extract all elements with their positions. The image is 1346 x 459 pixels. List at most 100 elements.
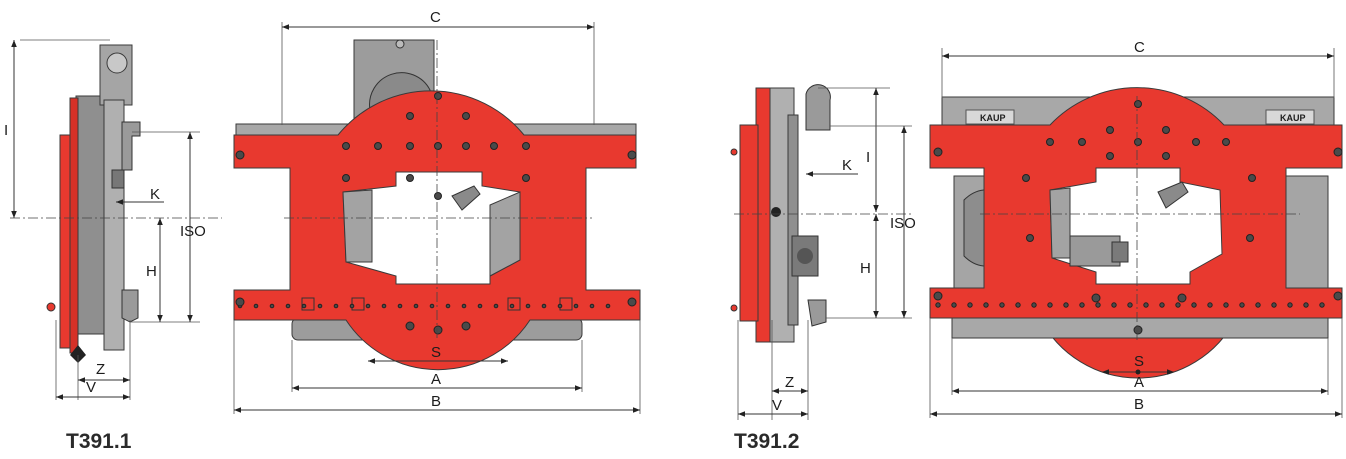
bolt-hole-small	[1271, 302, 1277, 308]
bolt-hole	[933, 291, 943, 301]
bolt-hole	[1133, 325, 1143, 335]
bolt-hole-small	[333, 303, 339, 309]
bolt-hole	[434, 142, 442, 150]
bolt-hole-small	[1063, 302, 1069, 308]
bolt-hole-small	[285, 303, 291, 309]
bolt-hole-small	[1191, 302, 1197, 308]
bolt-hole	[462, 142, 470, 150]
bolt-hole-small	[381, 303, 387, 309]
bolt-hole-small	[445, 303, 451, 309]
bolt-hole	[342, 142, 350, 150]
fig1-label-C: C	[430, 9, 441, 26]
fig1-label-ISO: ISO	[180, 223, 206, 240]
bolt-hole-small	[397, 303, 403, 309]
bolt-hole-small	[935, 302, 941, 308]
bolt-hole	[1046, 138, 1054, 146]
bolt-hole	[627, 150, 637, 160]
bolt-hole-small	[269, 303, 275, 309]
fig1-front-dimensions	[233, 22, 641, 414]
fig2-label-B: B	[1134, 396, 1144, 413]
bolt-hole-small	[1287, 302, 1293, 308]
bolt-hole	[1222, 138, 1230, 146]
bolt-hole-small	[253, 303, 259, 309]
bolt-hole	[1134, 100, 1142, 108]
bolt-hole	[1162, 126, 1170, 134]
fig1-label-B: B	[431, 393, 441, 410]
bolt-hole	[462, 112, 470, 120]
bolt-hole	[1177, 293, 1187, 303]
bolt-hole-small	[951, 302, 957, 308]
bolt-hole	[1078, 138, 1086, 146]
bolt-hole-small	[525, 303, 531, 309]
bolt-hole	[434, 192, 442, 200]
bolt-hole	[342, 174, 350, 182]
bolt-hole	[374, 142, 382, 150]
bolt-hole-small	[301, 303, 307, 309]
bolt-hole-small	[1159, 302, 1165, 308]
bolt-hole	[490, 142, 498, 150]
fig1-label-A: A	[431, 371, 441, 388]
fig2-label-A: A	[1134, 374, 1144, 391]
bolt-hole	[1333, 291, 1343, 301]
fig2-label-K: K	[842, 157, 852, 174]
bolt-hole	[433, 325, 443, 335]
bolt-hole	[522, 174, 530, 182]
fig1-label-H: H	[146, 263, 157, 280]
bolt-hole-small	[967, 302, 973, 308]
bolt-hole	[1248, 174, 1256, 182]
fig2-bolt-holes	[933, 100, 1343, 335]
fig2-label-ISO: ISO	[890, 215, 916, 232]
fig2-label-H: H	[860, 260, 871, 277]
bolt-hole-small	[349, 303, 355, 309]
bolt-hole-small	[429, 303, 435, 309]
fig2-side-view	[730, 84, 831, 343]
bolt-hole-small	[605, 303, 611, 309]
fig2-side-dimensions	[734, 87, 912, 420]
bolt-hole-small	[1207, 302, 1213, 308]
bolt-hole	[1134, 138, 1142, 146]
fig1-front-view	[233, 39, 641, 371]
fig2-badge-right: KAUP	[1280, 113, 1306, 123]
bolt-hole	[1026, 234, 1034, 242]
fig2-label-S: S	[1134, 353, 1144, 370]
bolt-hole-small	[413, 303, 419, 309]
fig2-front-view	[929, 87, 1343, 379]
bolt-hole-small	[541, 303, 547, 309]
bolt-hole	[1022, 174, 1030, 182]
bolt-hole-small	[1015, 302, 1021, 308]
bolt-hole-small	[509, 303, 515, 309]
bolt-hole	[434, 92, 442, 100]
bolt-hole-small	[493, 303, 499, 309]
fig1-label-I: I	[4, 122, 8, 139]
bolt-hole-small	[1079, 302, 1085, 308]
bolt-hole-small	[1239, 302, 1245, 308]
bolt-hole-small	[1111, 302, 1117, 308]
bolt-hole-small	[477, 303, 483, 309]
bolt-hole-small	[589, 303, 595, 309]
bolt-hole-small	[983, 302, 989, 308]
bolt-hole-small	[1255, 302, 1261, 308]
bolt-hole-small	[999, 302, 1005, 308]
fig1-caption: T391.1	[66, 430, 132, 453]
bolt-hole-small	[1319, 302, 1325, 308]
bolt-hole-small	[1175, 302, 1181, 308]
fig1-side-view	[46, 44, 141, 363]
fig1-label-V: V	[86, 379, 96, 396]
bolt-hole-small	[317, 303, 323, 309]
bolt-hole	[627, 297, 637, 307]
fig1-label-K: K	[150, 186, 160, 203]
fig2-front-dimensions	[929, 48, 1343, 418]
bolt-hole	[1246, 234, 1254, 242]
bolt-hole-small	[1047, 302, 1053, 308]
fig2-badge-left: KAUP	[980, 113, 1006, 123]
bolt-hole-small	[557, 303, 563, 309]
bolt-hole	[933, 147, 943, 157]
bolt-hole-small	[1223, 302, 1229, 308]
bolt-hole-small	[461, 303, 467, 309]
bolt-hole	[1091, 293, 1101, 303]
bolt-hole-small	[1127, 302, 1133, 308]
bolt-hole	[1162, 152, 1170, 160]
bolt-hole	[406, 112, 414, 120]
